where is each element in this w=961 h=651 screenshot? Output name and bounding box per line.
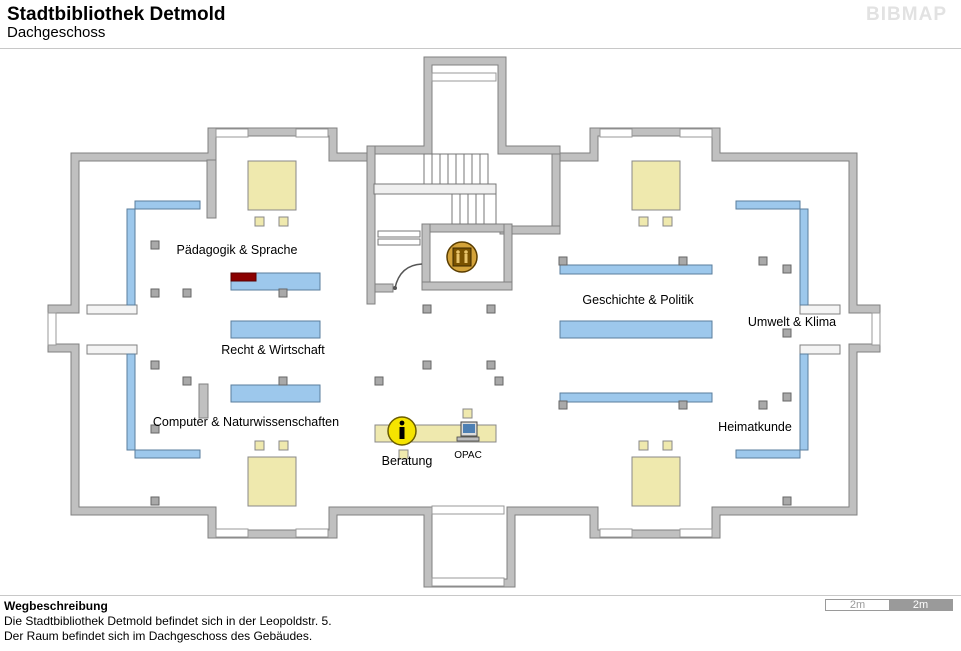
computer-icon[interactable] xyxy=(456,421,480,442)
scale-label-1: 2m xyxy=(826,600,889,611)
scale-bar: 2m 2m xyxy=(825,599,953,611)
label-recht: Recht & Wirtschaft xyxy=(221,343,325,357)
label-geschichte: Geschichte & Politik xyxy=(582,293,694,307)
windows xyxy=(47,72,881,587)
inner-walls xyxy=(86,145,841,419)
floor-subtitle: Dachgeschoss xyxy=(7,24,106,41)
label-computer: Computer & Naturwissenschaften xyxy=(153,415,339,429)
directions-line-1: Die Stadtbibliothek Detmold befindet sic… xyxy=(4,614,332,628)
page-title: Stadtbibliothek Detmold xyxy=(7,4,226,25)
floor-map[interactable]: Pädagogik & Sprache Recht & Wirtschaft C… xyxy=(0,50,961,595)
pillars xyxy=(150,240,792,506)
highlighted-shelf[interactable] xyxy=(230,272,257,282)
directions-title: Wegbeschreibung xyxy=(4,599,108,613)
bibmap-logo: BIBMAP xyxy=(866,4,947,25)
directions-panel: Wegbeschreibung Die Stadtbibliothek Detm… xyxy=(0,595,961,651)
label-umwelt: Umwelt & Klima xyxy=(748,315,836,329)
label-heimat: Heimatkunde xyxy=(718,420,792,434)
label-paedagogik: Pädagogik & Sprache xyxy=(177,243,298,257)
elevator-icon[interactable] xyxy=(446,241,478,273)
label-opac: OPAC xyxy=(454,450,482,461)
directions-line-2: Der Raum befindet sich im Dachgeschoss d… xyxy=(4,629,313,643)
staircase xyxy=(373,153,497,246)
door-arc xyxy=(394,263,423,289)
header: Stadtbibliothek Detmold Dachgeschoss BIB… xyxy=(0,0,961,49)
scale-label-2: 2m xyxy=(889,600,952,611)
info-icon[interactable] xyxy=(387,416,417,446)
label-beratung: Beratung xyxy=(382,454,433,468)
door-hinge xyxy=(393,286,397,290)
